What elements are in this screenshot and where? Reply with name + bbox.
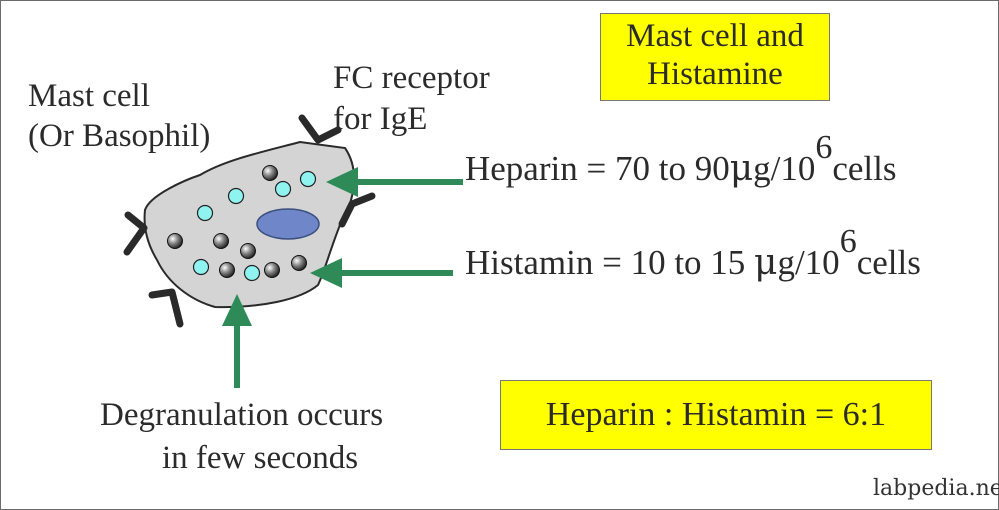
site-credit: labpedia.net: [873, 476, 999, 501]
mast-cell-body: [143, 140, 356, 309]
fc-receptor-label: FC receptor: [333, 60, 490, 96]
heparin-granules: [192, 170, 317, 282]
heparin-arrow-head: [326, 167, 358, 197]
dark-granule: [213, 233, 229, 249]
cyan-granule: [196, 204, 214, 222]
dark-granule: [262, 165, 278, 181]
cyan-granule: [274, 180, 292, 198]
receptor-bottom: [148, 288, 184, 328]
receptor-right: [338, 192, 376, 228]
heparin-amount: Heparin = 70 to 90μg/106cells: [465, 129, 897, 189]
ratio-box: Heparin : Histamin = 6:1: [500, 380, 932, 450]
fc-receptors: [123, 114, 376, 328]
title-line-2: Histamine: [647, 55, 783, 92]
cyan-granule: [243, 264, 261, 282]
receptor-top: [298, 114, 342, 144]
title-box: Mast cell and Histamine: [600, 13, 830, 101]
degranulation-label: Degranulation occurs: [100, 397, 384, 433]
histamin-arrow-head: [310, 258, 342, 288]
histamin-unit: g/10: [777, 243, 840, 282]
heparin-prefix: Heparin = 70 to 90: [465, 149, 730, 188]
dark-granule: [219, 262, 235, 278]
cyan-granule: [227, 187, 245, 205]
cyan-granule: [192, 258, 210, 276]
dark-granule: [167, 233, 183, 249]
arrows: [222, 167, 463, 388]
title-line-1: Mast cell and: [626, 18, 804, 54]
dark-granule: [291, 255, 307, 271]
ige-label: for IgE: [333, 101, 428, 137]
dark-granule: [264, 262, 280, 278]
receptor-left: [123, 211, 148, 256]
basophil-label: (Or Basophil): [28, 118, 211, 154]
heparin-unit: g/10: [753, 149, 816, 188]
micro-symbol: μ: [754, 242, 778, 283]
degranulation-time-label: in few seconds: [162, 440, 359, 476]
heparin-suffix: cells: [832, 149, 897, 188]
histamin-amount: Histamin = 10 to 15 μg/106cells: [465, 223, 921, 283]
mast-cell-label: Mast cell: [28, 78, 150, 114]
histamin-exponent: 6: [839, 223, 857, 260]
dark-granule: [240, 243, 256, 259]
histamine-granules: [167, 165, 307, 278]
micro-symbol: μ: [729, 148, 754, 189]
degranulation-arrow-head: [222, 294, 252, 326]
nucleus: [256, 208, 320, 240]
histamin-prefix: Histamin = 10 to 15: [465, 243, 746, 282]
cyan-granule: [299, 170, 317, 188]
histamin-suffix: cells: [856, 243, 921, 282]
heparin-exponent: 6: [815, 129, 833, 166]
